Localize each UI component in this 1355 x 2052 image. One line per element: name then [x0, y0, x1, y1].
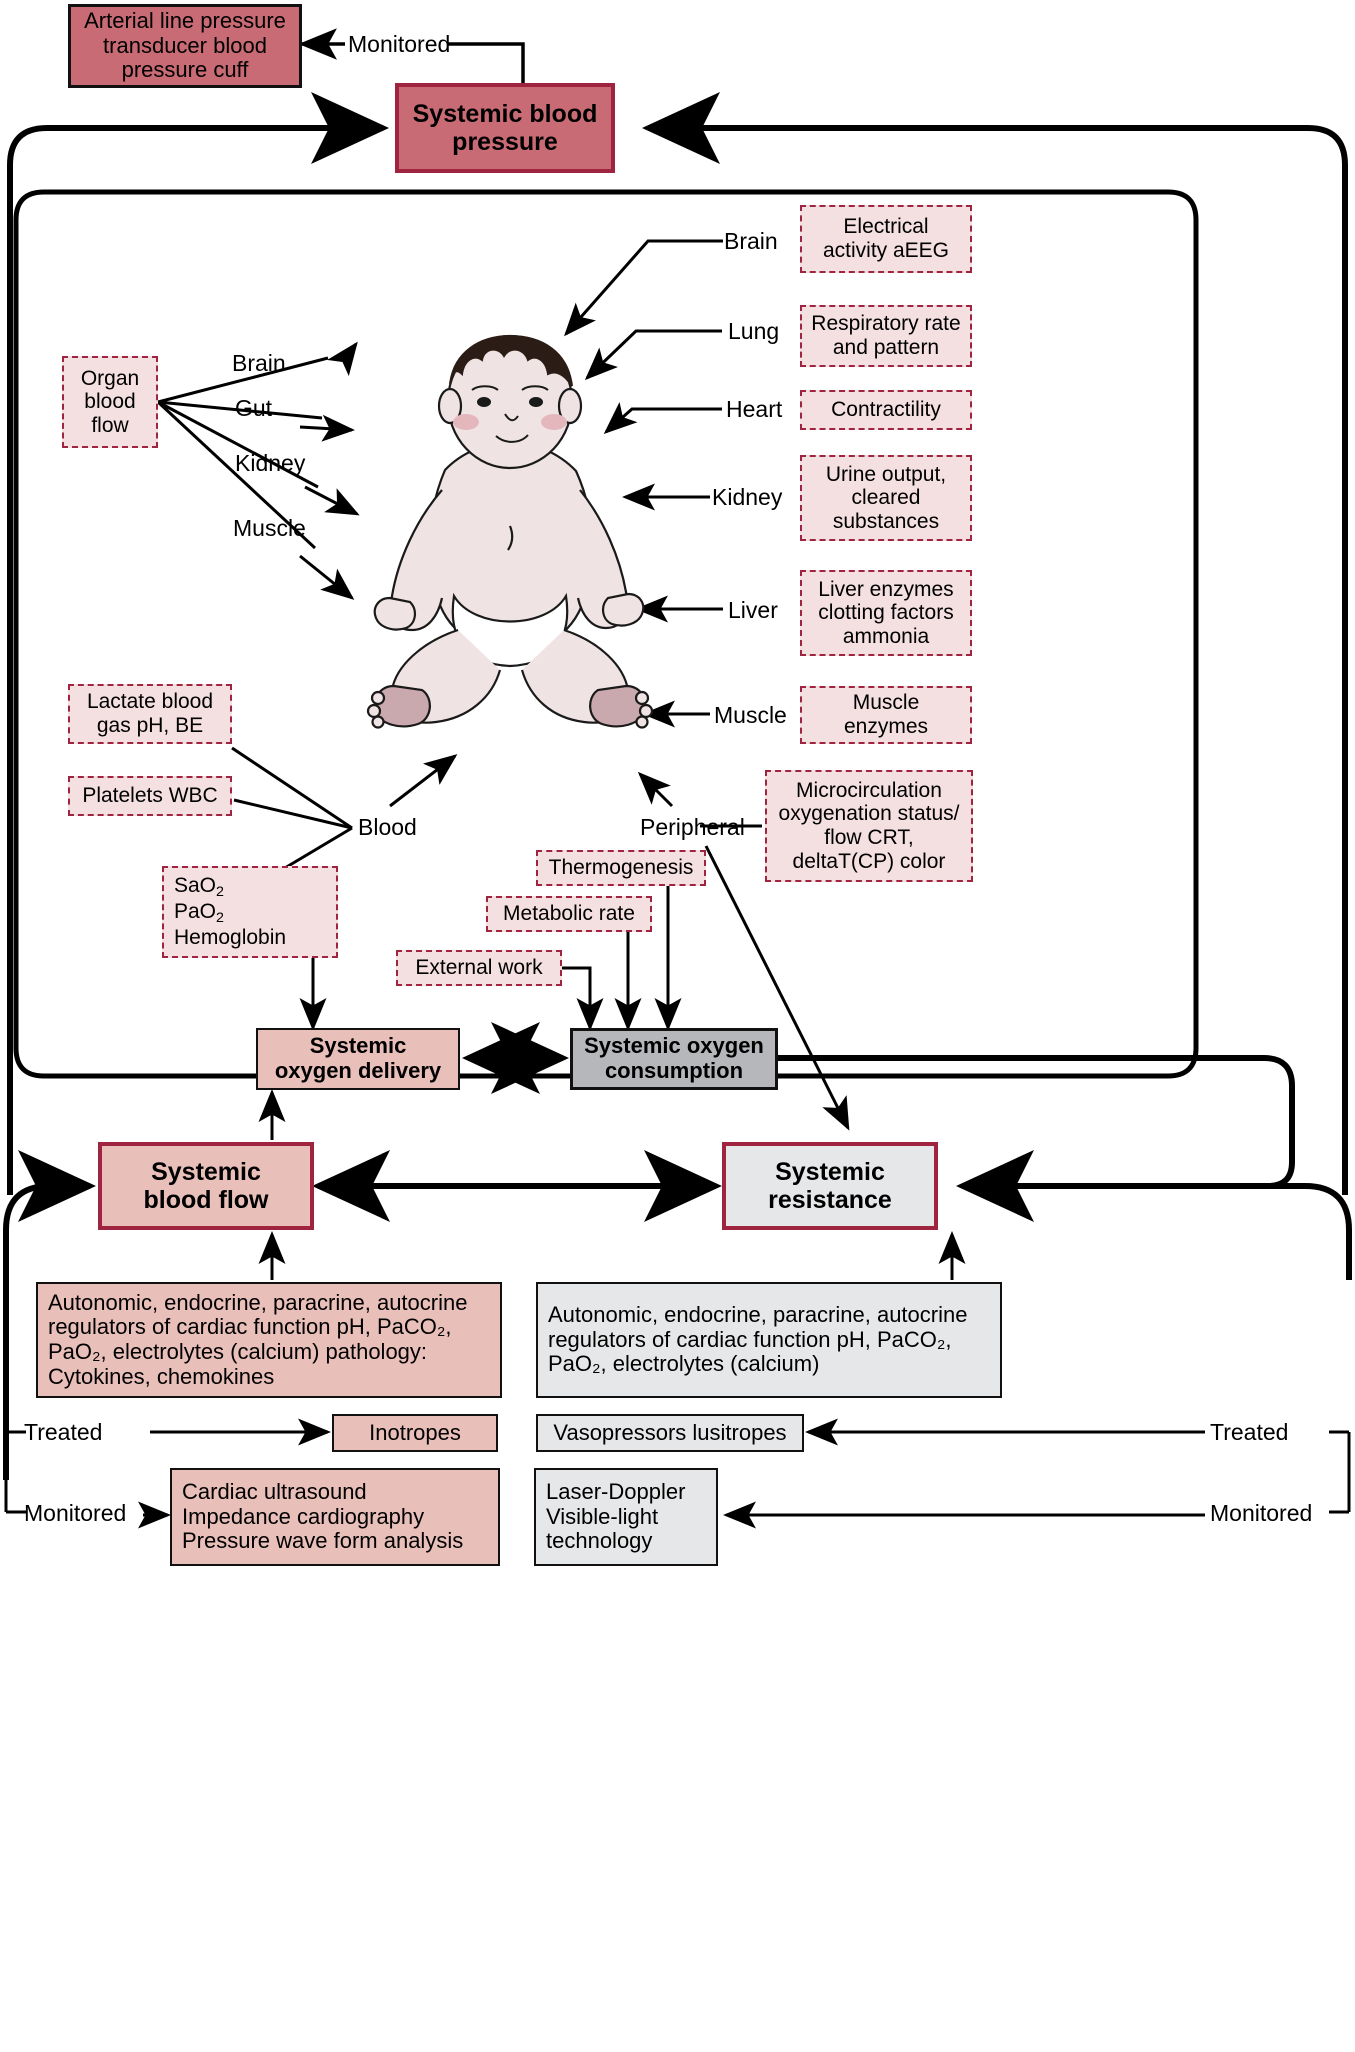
- organ-flow-target-muscle: Muscle: [233, 515, 306, 541]
- flow-monitored-label: Monitored: [24, 1500, 127, 1526]
- monitored-top-label: Monitored: [348, 31, 451, 57]
- node-systemic-blood-pressure[interactable]: Systemic blood pressure: [395, 83, 615, 173]
- flow-treated-box[interactable]: Inotropes: [332, 1414, 498, 1452]
- organ-measure-lung[interactable]: Respiratory rate and pattern: [800, 305, 972, 367]
- peripheral-measure-box[interactable]: Microcirculation oxygenation status/ flo…: [765, 770, 973, 882]
- organ-label-brain: Brain: [724, 228, 778, 254]
- organ-label-muscle: Muscle: [714, 702, 787, 728]
- consumption-input-external-work[interactable]: External work: [396, 950, 562, 986]
- peripheral-label: Peripheral: [640, 814, 745, 840]
- blood-label: Blood: [358, 814, 417, 840]
- organ-measure-liver[interactable]: Liver enzymes clotting factors ammonia: [800, 570, 972, 656]
- consumption-input-metabolic-rate[interactable]: Metabolic rate: [486, 896, 652, 932]
- organ-label-kidney: Kidney: [712, 484, 783, 510]
- organ-flow-target-kidney: Kidney: [235, 450, 306, 476]
- organ-blood-flow-box[interactable]: Organ blood flow: [62, 356, 158, 448]
- organ-flow-target-brain: Brain: [232, 350, 286, 376]
- node-systemic-oxygen-delivery[interactable]: Systemic oxygen delivery: [256, 1028, 460, 1090]
- organ-flow-target-gut: Gut: [235, 395, 273, 421]
- flow-regulators-box[interactable]: Autonomic, endocrine, paracrine, autocri…: [36, 1282, 502, 1398]
- blood-oxygen-line-hemoglobin: Hemoglobin: [174, 926, 287, 950]
- blood-platelets-box[interactable]: Platelets WBC: [68, 776, 232, 816]
- consumption-input-thermogenesis[interactable]: Thermogenesis: [536, 850, 706, 886]
- resistance-treated-box[interactable]: Vasopressors lusitropes: [536, 1414, 804, 1452]
- node-systemic-resistance[interactable]: Systemic resistance: [722, 1142, 938, 1230]
- resistance-monitored-box[interactable]: Laser-Doppler Visible-light technology: [534, 1468, 718, 1566]
- organ-measure-brain[interactable]: Electrical activity aEEG: [800, 205, 972, 273]
- resistance-regulators-box[interactable]: Autonomic, endocrine, paracrine, autocri…: [536, 1282, 1002, 1398]
- organ-label-liver: Liver: [728, 597, 778, 623]
- organ-measure-heart[interactable]: Contractility: [800, 390, 972, 430]
- flow-treated-label: Treated: [24, 1419, 103, 1445]
- resistance-treated-label: Treated: [1210, 1419, 1289, 1445]
- infant-illustration: [366, 334, 654, 729]
- resistance-monitored-label: Monitored: [1210, 1500, 1313, 1526]
- blood-oxygen-line-sao2: SaO2: [174, 874, 224, 901]
- flow-monitored-box[interactable]: Cardiac ultrasound Impedance cardiograph…: [170, 1468, 500, 1566]
- blood-lactate-box[interactable]: Lactate blood gas pH, BE: [68, 684, 232, 744]
- organ-label-heart: Heart: [726, 396, 783, 422]
- organ-measure-muscle[interactable]: Muscle enzymes: [800, 686, 972, 744]
- organ-label-lung: Lung: [728, 318, 780, 344]
- node-systemic-blood-flow[interactable]: Systemic blood flow: [98, 1142, 314, 1230]
- node-systemic-oxygen-consumption[interactable]: Systemic oxygen consumption: [570, 1028, 778, 1090]
- arterial-monitor-box[interactable]: Arterial line pressure transducer blood …: [68, 4, 302, 88]
- blood-oxygen-line-pao2: PaO2: [174, 900, 224, 927]
- organ-measure-kidney[interactable]: Urine output, cleared substances: [800, 455, 972, 541]
- blood-oxygen-box[interactable]: SaO2 PaO2 Hemoglobin: [162, 866, 338, 958]
